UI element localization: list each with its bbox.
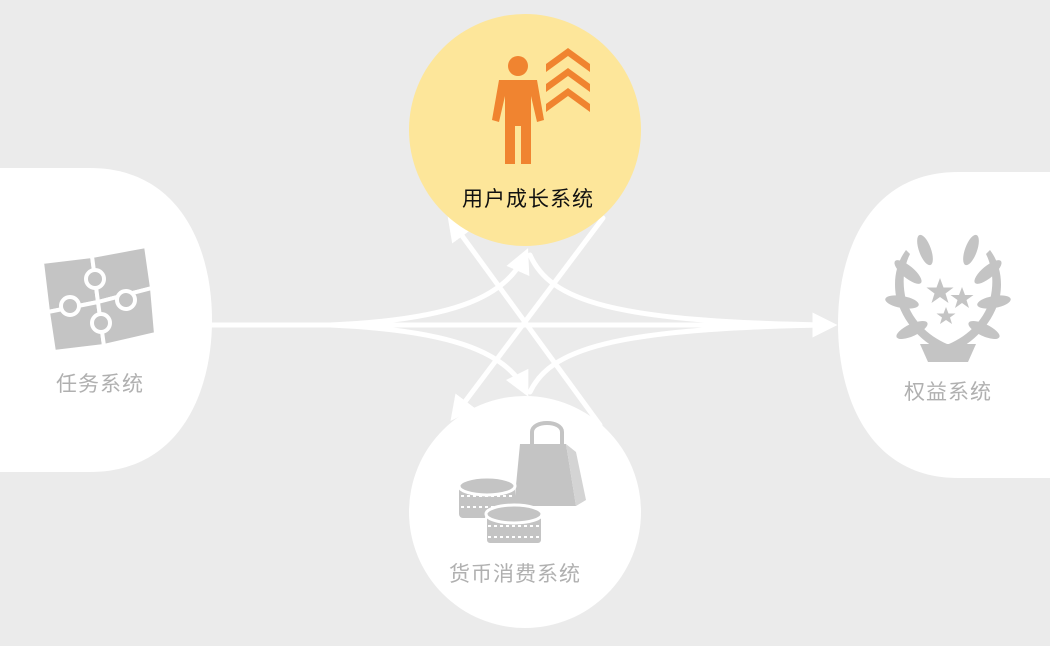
rights-node-shape: [838, 172, 1050, 478]
currency-node-label: 货币消费系统: [449, 562, 581, 586]
laurel-stars-icon: [885, 234, 1011, 362]
person-growth-icon: [492, 48, 590, 164]
connector-growth-to-currency: [450, 215, 606, 421]
connector-hub-to-currency: [327, 322, 529, 397]
connectors: [197, 215, 838, 428]
puzzle-icon: [40, 244, 158, 354]
connector-growth-to-rights: [527, 252, 833, 328]
connector-hub-to-growth: [327, 248, 530, 328]
growth-node-label: 用户成长系统: [462, 187, 594, 211]
task-node-label: 任务系统: [56, 372, 144, 396]
connector-currency-to-growth: [447, 215, 603, 428]
coins-shopping-bag-icon: [457, 421, 586, 545]
connector-currency-to-rights: [527, 322, 833, 395]
rights-node-label: 权益系统: [904, 380, 992, 404]
